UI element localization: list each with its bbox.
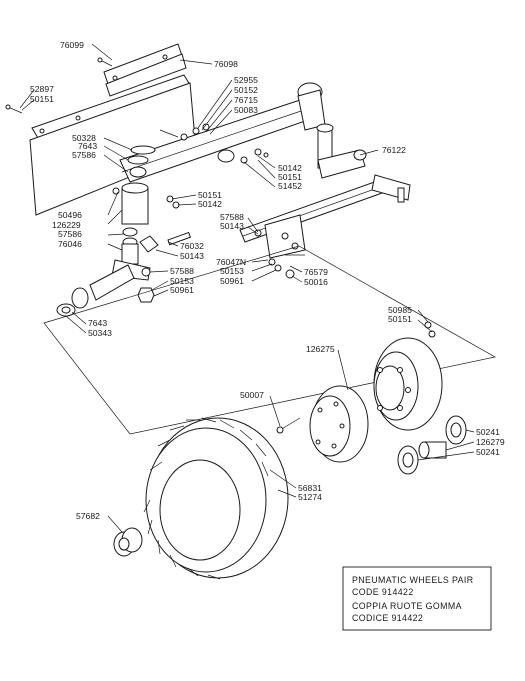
tire-valve <box>113 527 143 557</box>
label-50241: 50241 <box>476 427 500 437</box>
part-labels: 76099 76098 52897 50151 52955 50152 7671… <box>30 40 505 521</box>
tire-group <box>143 417 289 580</box>
label-76579: 76579 <box>304 267 328 277</box>
info-title-it: COPPIA RUOTE GOMMA <box>352 601 462 611</box>
label-50153: 50153 <box>170 276 194 286</box>
label-57586: 57586 <box>72 150 96 160</box>
label-50007: 50007 <box>240 390 264 400</box>
label-50961: 50961 <box>170 285 194 295</box>
label-76098: 76098 <box>214 59 238 69</box>
info-code-en: CODE 914422 <box>352 587 414 597</box>
label-76032: 76032 <box>180 241 204 251</box>
label-57588: 57588 <box>170 266 194 276</box>
label-50153: 50153 <box>220 266 244 276</box>
label-50083: 50083 <box>234 105 258 115</box>
label-56831: 56831 <box>298 483 322 493</box>
info-code-it: CODICE 914422 <box>352 613 423 623</box>
label-52897: 52897 <box>30 84 54 94</box>
label-57588: 57588 <box>220 212 244 222</box>
label-126275: 126275 <box>306 344 335 354</box>
label-50142: 50142 <box>278 163 302 173</box>
label-50151: 50151 <box>388 314 412 324</box>
left-kingpin-group <box>56 145 192 317</box>
label-50985: 50985 <box>388 305 412 315</box>
label-50151: 50151 <box>198 190 222 200</box>
label-76122: 76122 <box>382 145 406 155</box>
label-51274: 51274 <box>298 492 322 502</box>
label-57682: 57682 <box>76 511 100 521</box>
label-126279: 126279 <box>476 437 505 447</box>
label-76099: 76099 <box>60 40 84 50</box>
mounting-plate-group <box>29 43 197 216</box>
label-50143: 50143 <box>180 251 204 261</box>
wheel-assembly-outline <box>43 245 496 435</box>
main-frame-group <box>119 82 411 259</box>
label-76715: 76715 <box>234 95 258 105</box>
wheel-hub-group <box>309 337 443 463</box>
label-50241: 50241 <box>476 447 500 457</box>
label-50343: 50343 <box>88 328 112 338</box>
label-50151: 50151 <box>30 94 54 104</box>
label-126229: 126229 <box>52 220 81 230</box>
label-7643: 7643 <box>78 141 97 151</box>
label-52955: 52955 <box>234 75 258 85</box>
label-50961: 50961 <box>220 276 244 286</box>
label-7643: 7643 <box>88 318 107 328</box>
label-50328: 50328 <box>72 133 96 143</box>
label-50016: 50016 <box>304 277 328 287</box>
hardware-group <box>5 57 436 434</box>
label-50151: 50151 <box>278 172 302 182</box>
label-57586: 57586 <box>58 229 82 239</box>
label-50143: 50143 <box>220 221 244 231</box>
label-51452: 51452 <box>278 181 302 191</box>
label-50142: 50142 <box>198 199 222 209</box>
leader-lines <box>19 43 475 533</box>
bearings-group <box>397 415 467 475</box>
info-title-en: PNEUMATIC WHEELS PAIR <box>352 575 473 585</box>
label-76047N: 76047N <box>216 257 246 267</box>
info-box: PNEUMATIC WHEELS PAIR CODE 914422 COPPIA… <box>342 566 492 631</box>
label-50152: 50152 <box>234 85 258 95</box>
label-76046: 76046 <box>58 239 82 249</box>
label-50496: 50496 <box>58 210 82 220</box>
caster-fork <box>316 123 367 179</box>
